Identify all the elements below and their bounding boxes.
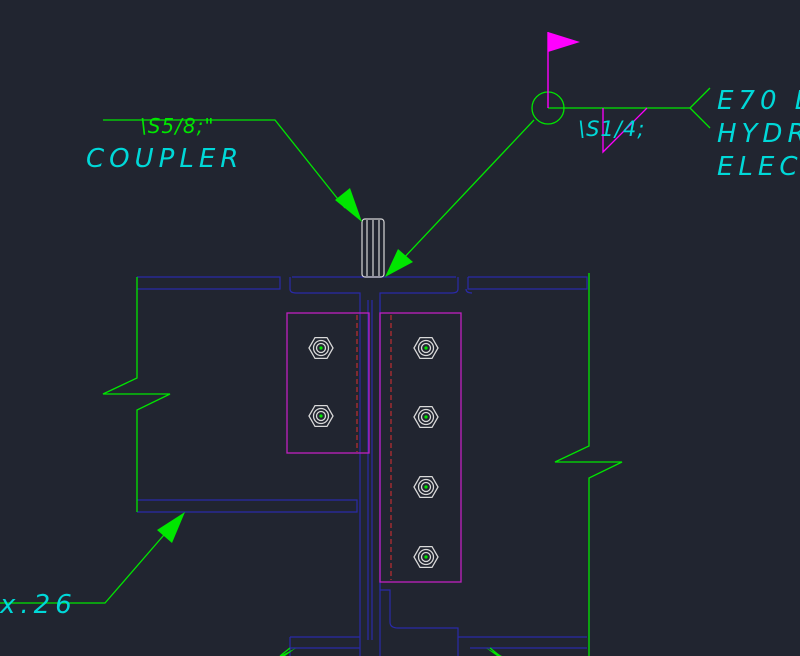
weld-spec-line-1[interactable]: E70 L xyxy=(717,86,800,116)
centerlines xyxy=(356,315,392,580)
bolt xyxy=(413,475,439,499)
coupler-label[interactable]: COUPLER xyxy=(86,144,243,174)
column-right-plate-edge xyxy=(379,300,391,622)
bottom-leader-left xyxy=(279,647,291,656)
column-bottom-left xyxy=(289,636,360,656)
fillet-weld-symbol xyxy=(602,107,648,154)
break-lines xyxy=(102,273,623,656)
weld-size-label[interactable]: \S1/4; xyxy=(578,117,645,141)
coupler xyxy=(361,218,385,278)
bottom-arrowhead-left xyxy=(280,648,296,656)
left-beam-bottom-flange xyxy=(137,499,358,513)
coupler-size-label[interactable]: \S5/8;" xyxy=(140,114,215,138)
weld-tail xyxy=(689,87,711,129)
connection-plates xyxy=(286,312,462,583)
beam-ref-label[interactable]: x.26 xyxy=(0,590,77,620)
coupler-leader xyxy=(103,119,346,209)
bolt xyxy=(308,336,334,360)
weld-spec-line-2[interactable]: HYDR xyxy=(717,119,800,149)
bolts xyxy=(308,336,439,569)
right-break-line xyxy=(554,273,623,656)
bottom-arrowhead-right xyxy=(486,648,502,656)
left-shear-plate xyxy=(286,312,370,454)
weld-flag xyxy=(547,32,580,108)
bolt xyxy=(413,405,439,429)
column-bottom-right xyxy=(389,621,587,656)
bolt xyxy=(413,336,439,360)
coupler-arrowhead xyxy=(335,188,362,222)
weld-leader xyxy=(399,119,535,263)
left-break-line xyxy=(102,277,171,512)
weld-spec-line-3[interactable]: ELEC xyxy=(717,152,800,182)
weld-arrowhead xyxy=(385,249,413,277)
column-top-cap-right xyxy=(467,276,588,290)
column-top-flange-right xyxy=(379,277,459,300)
column-top-flange-left xyxy=(289,277,361,300)
column-top-inner xyxy=(465,288,473,294)
right-shear-plate xyxy=(379,312,462,583)
beam-ref-arrowhead xyxy=(157,512,185,543)
beam-outlines xyxy=(137,276,588,656)
beam-ref-leader xyxy=(0,527,171,604)
bolt xyxy=(413,545,439,569)
column-bottom-mid xyxy=(359,640,381,656)
arrowheads xyxy=(157,188,502,656)
left-beam-top-flange xyxy=(137,276,281,290)
leaders xyxy=(0,87,711,656)
bolt xyxy=(308,404,334,428)
